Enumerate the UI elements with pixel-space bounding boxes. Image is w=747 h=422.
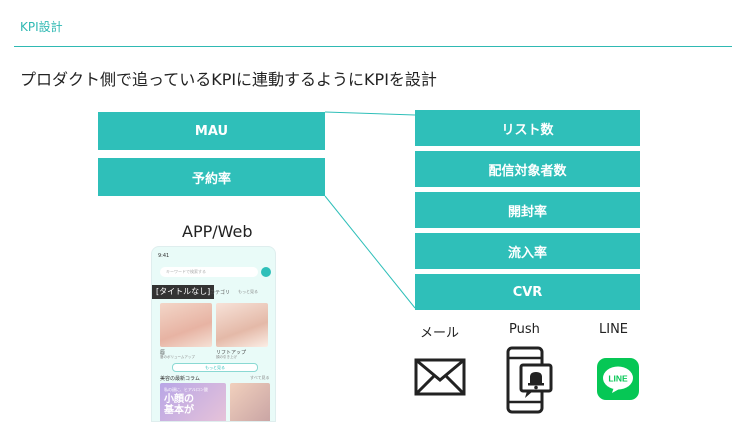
header-divider xyxy=(14,46,732,47)
connector-line-bottom xyxy=(324,195,416,309)
treatment-photo-lips xyxy=(160,303,212,347)
column-card-main: 私の顔に、ヒアルロン酸 小顔の 基本が xyxy=(160,383,226,421)
category-label: カテゴリ xyxy=(210,290,231,296)
kpi-box-inflow-rate: 流入率 xyxy=(415,233,640,269)
treatment-sub-left: 唇のボリュームアップ xyxy=(160,355,195,359)
column-section-title: 美容の最新コラム xyxy=(160,376,200,382)
kpi-box-cvr: CVR xyxy=(415,274,640,310)
treatment-sub-right: 顔の引き上げ xyxy=(216,355,237,359)
treatment-caption-left: 唇 xyxy=(160,350,166,356)
search-icon xyxy=(261,267,271,277)
kpi-box-mau: MAU xyxy=(98,112,325,150)
column-card-big-line1: 小顔の xyxy=(164,394,194,405)
line-logo-text: LINE xyxy=(608,374,628,384)
title-badge: [タイトルなし] xyxy=(152,285,215,299)
app-web-label: APP/Web xyxy=(182,222,253,241)
channel-label-line: LINE xyxy=(599,322,629,337)
kpi-box-open-rate: 開封率 xyxy=(415,192,640,228)
app-screenshot: 9:41 キーワードで検索する [タイトルなし] カテゴリ もっと見る 唇 リフ… xyxy=(151,246,276,422)
treatment-caption-right: リフトアップ xyxy=(216,350,247,356)
column-more-link: すべて見る xyxy=(250,375,270,380)
treatment-photo-liftup xyxy=(216,303,268,347)
more-button: もっと見る xyxy=(172,363,258,372)
kpi-box-list-count: リスト数 xyxy=(415,110,640,146)
section-label: KPI設計 xyxy=(20,20,63,34)
status-time: 9:41 xyxy=(158,253,170,259)
category-more-link: もっと見る xyxy=(238,289,258,294)
mail-icon xyxy=(414,358,466,396)
column-card-small-text: 私の顔に、ヒアルロン酸 xyxy=(164,387,208,392)
line-logo-icon: LINE xyxy=(597,358,639,400)
search-input: キーワードで検索する xyxy=(160,267,258,277)
kpi-box-reservation-rate: 予約率 xyxy=(98,158,325,196)
channel-label-push: Push xyxy=(509,322,540,337)
column-card-big-line2: 基本が xyxy=(164,405,194,416)
kpi-box-delivery-targets: 配信対象者数 xyxy=(415,151,640,187)
page-headline: プロダクト側で追っているKPIに連動するようにKPIを設計 xyxy=(20,70,437,89)
column-card-secondary xyxy=(230,383,270,421)
connector-line-top xyxy=(324,111,416,116)
channel-label-mail: メール xyxy=(420,326,460,341)
smartphone-push-icon xyxy=(506,346,553,414)
